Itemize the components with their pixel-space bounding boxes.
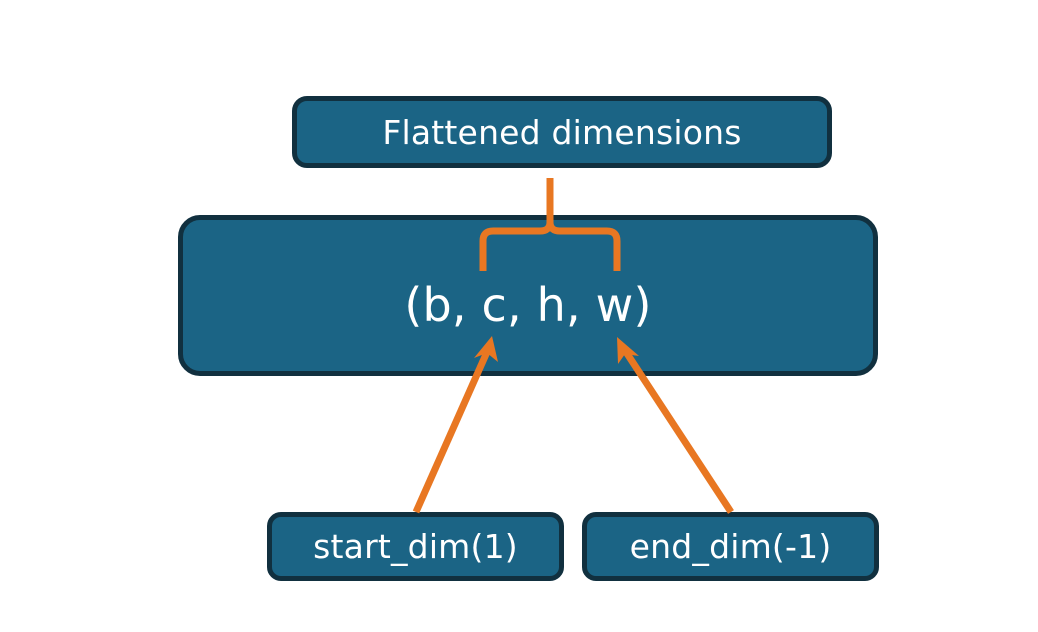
start-dim-label: start_dim(1)	[313, 527, 518, 566]
tensor-shape-box[interactable]: (b, c, h, w)	[178, 215, 878, 376]
flattened-dimensions-box[interactable]: Flattened dimensions	[292, 96, 832, 168]
tensor-shape-label: (b, c, h, w)	[404, 277, 652, 332]
end-dim-label: end_dim(-1)	[629, 527, 832, 566]
flattened-dimensions-label: Flattened dimensions	[382, 112, 742, 152]
end-dim-box[interactable]: end_dim(-1)	[582, 512, 879, 581]
start-dim-box[interactable]: start_dim(1)	[267, 512, 564, 581]
